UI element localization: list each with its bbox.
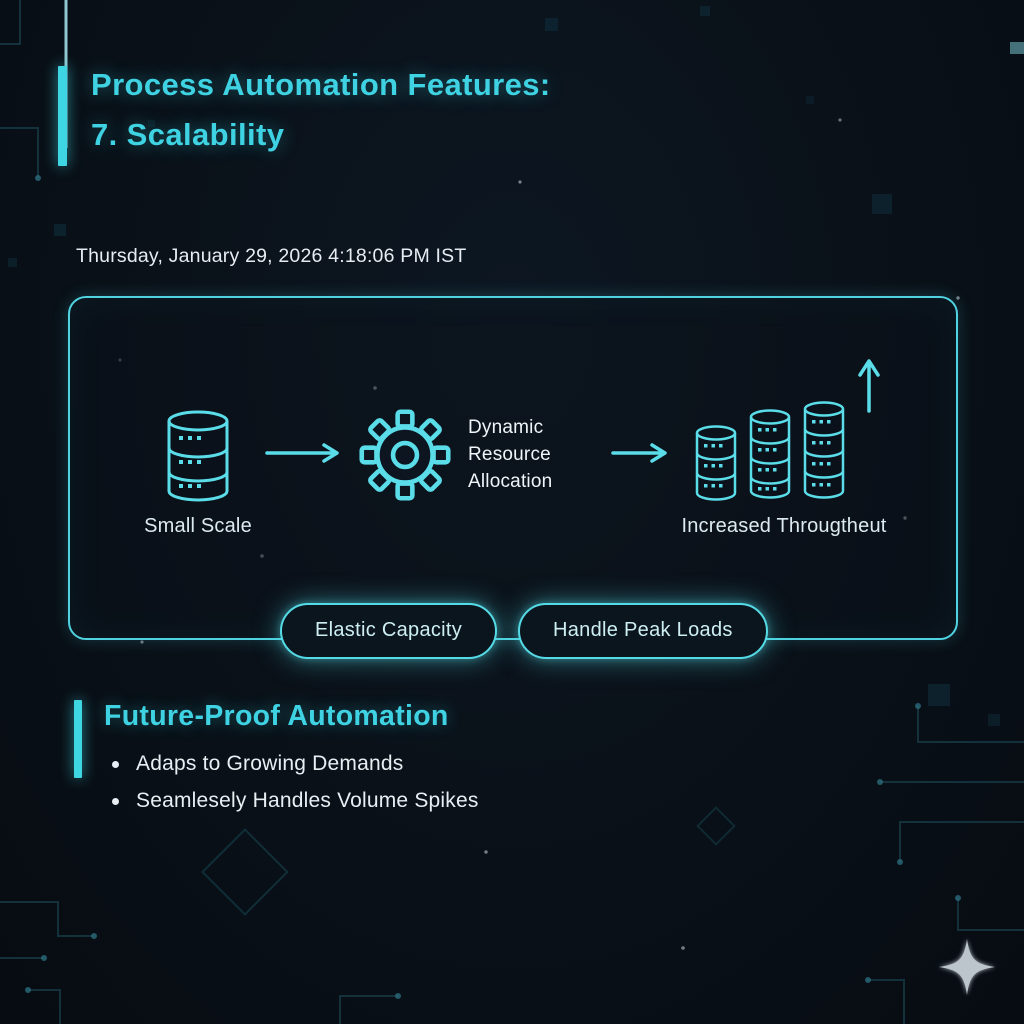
title-accent-bar [58,66,67,166]
page-title: Process Automation Features: 7. Scalabil… [91,60,551,166]
decoration-squares [8,6,1000,726]
node-label-increased-throughput: Increased Througtheut [681,515,887,537]
summary-heading: Future-Proof Automation [104,700,449,732]
node-label-dynamic-resource-allocation: Dynamic Resource Allocation [468,417,553,492]
bullet-dot [112,797,119,805]
bullet-text: Seamlesely Handles Volume Spikes [136,789,479,812]
bullet-text: Adaps to Growing Demands [136,752,404,775]
edge-accent-square [1010,42,1024,54]
timestamp: Thursday, January 29, 2026 4:18:06 PM IS… [76,245,467,267]
badge-handle-peak-loads: Handle Peak Loads [518,603,768,659]
badge-elastic-capacity: Elastic Capacity [280,603,498,659]
decoration-diamonds [201,806,736,916]
title-line-2: 7. Scalability [91,117,285,153]
diagram-panel: Small Scale Dynamic [68,296,958,640]
gear-icon [359,409,451,501]
arrow-right-icon [611,443,667,463]
database-icon [167,410,229,502]
title-block: Process Automation Features: 7. Scalabil… [58,60,551,166]
bullet-dot [112,760,119,768]
title-line-1: Process Automation Features: [91,67,551,102]
node-label-small-scale: Small Scale [144,515,252,537]
circuit-nodes [25,175,961,999]
decoration-stars [118,118,960,950]
arrow-up-icon [858,359,880,413]
summary-accent-bar [74,700,82,778]
list-item: Seamlesely Handles Volume Spikes [112,789,479,813]
database-stack-icon [803,401,845,499]
database-stack-icon [695,425,737,501]
sparkle-icon [939,939,995,995]
arrow-right-icon [265,443,339,463]
list-item: Adaps to Growing Demands [112,752,479,776]
bullet-list: Adaps to Growing Demands Seamlesely Hand… [112,752,479,826]
database-stack-icon [749,409,791,499]
